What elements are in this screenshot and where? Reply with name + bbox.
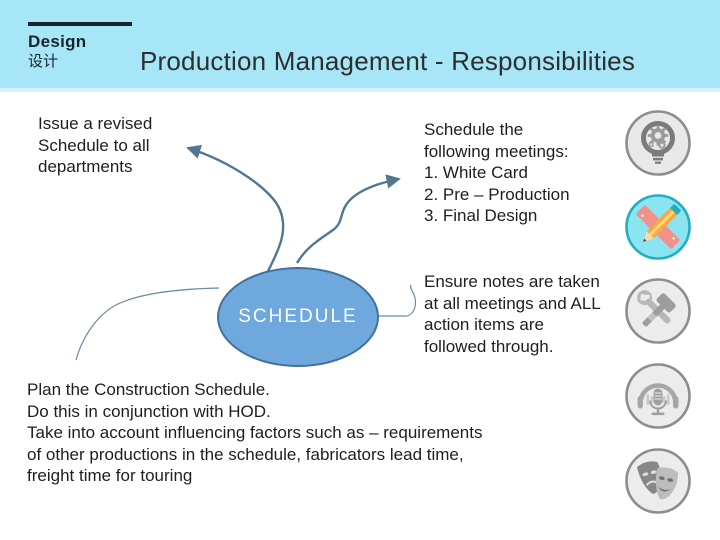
slide-title: Production Management - Responsibilities [140, 46, 636, 76]
notes-text: Ensure notes are taken at all meetings a… [424, 272, 601, 356]
logo-brand: Design [28, 32, 87, 51]
logo: Design 设计 [28, 22, 132, 71]
design-pencil-ruler-icon [625, 194, 691, 260]
arrow-to-issue [186, 144, 285, 274]
logo-overline [28, 22, 132, 26]
logo-brand-chinese: 设计 [28, 53, 59, 70]
schedule-node: SCHEDULE [217, 267, 379, 367]
construction-plan-text: Plan the Construction Schedule. Do this … [27, 380, 483, 485]
idea-lightbulb-gear-icon [625, 110, 691, 176]
arrow-to-meetings [295, 174, 401, 264]
meetings-list-text: Schedule the following meetings: 1. Whit… [424, 120, 570, 225]
header-divider [0, 88, 720, 92]
construction-tools-icon [625, 278, 691, 344]
line-to-plan [75, 287, 220, 361]
theatre-masks-icon [625, 448, 691, 514]
slide-header: Design 设计 Production Management - Respon… [0, 0, 720, 88]
hook-to-notes [377, 284, 417, 317]
schedule-node-label: SCHEDULE [238, 306, 358, 327]
issue-schedule-text: Issue a revised Schedule to all departme… [38, 114, 153, 176]
audio-microphone-icon [625, 363, 691, 429]
